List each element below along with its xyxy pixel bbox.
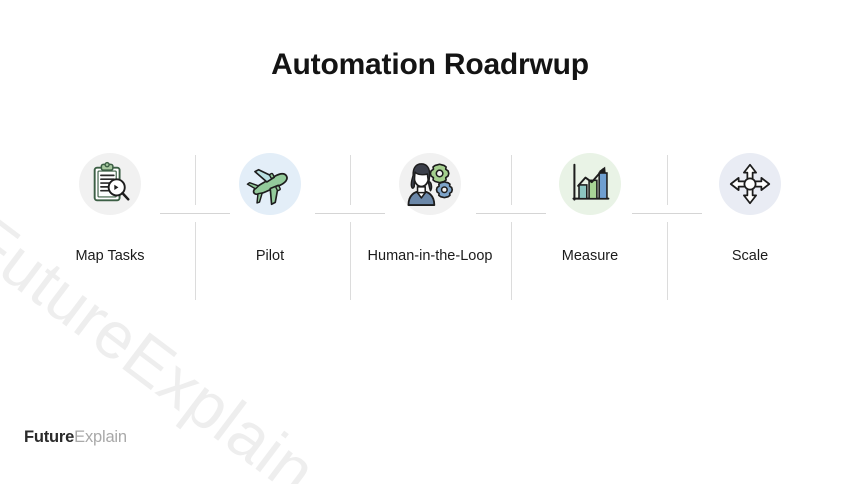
airplane-icon: [239, 153, 301, 215]
step-measure[interactable]: Measure: [510, 152, 670, 264]
step-human-in-the-loop[interactable]: Human-in-the-Loop: [350, 152, 510, 264]
clipboard-magnifier-icon: [79, 153, 141, 215]
four-way-arrows-icon: [719, 153, 781, 215]
step-label: Measure: [561, 248, 619, 264]
page-title: Automation Roadrwup: [271, 48, 589, 81]
roadmap-steps: Map Tasks Pilot: [30, 152, 830, 312]
logo-secondary-text: Explain: [74, 428, 127, 446]
bar-chart-growth-icon: [559, 153, 621, 215]
logo-primary-text: Future: [24, 428, 75, 446]
step-label: Scale: [731, 248, 769, 264]
step-label: Map Tasks: [75, 248, 145, 264]
step-label: Pilot: [255, 248, 285, 264]
step-scale[interactable]: Scale: [670, 152, 830, 264]
step-label: Human-in-the-Loop: [367, 248, 493, 264]
step-map-tasks[interactable]: Map Tasks: [30, 152, 190, 264]
person-gears-icon: [399, 153, 461, 215]
step-pilot[interactable]: Pilot: [190, 152, 350, 264]
brand-logo: FutureExplain: [24, 428, 127, 447]
